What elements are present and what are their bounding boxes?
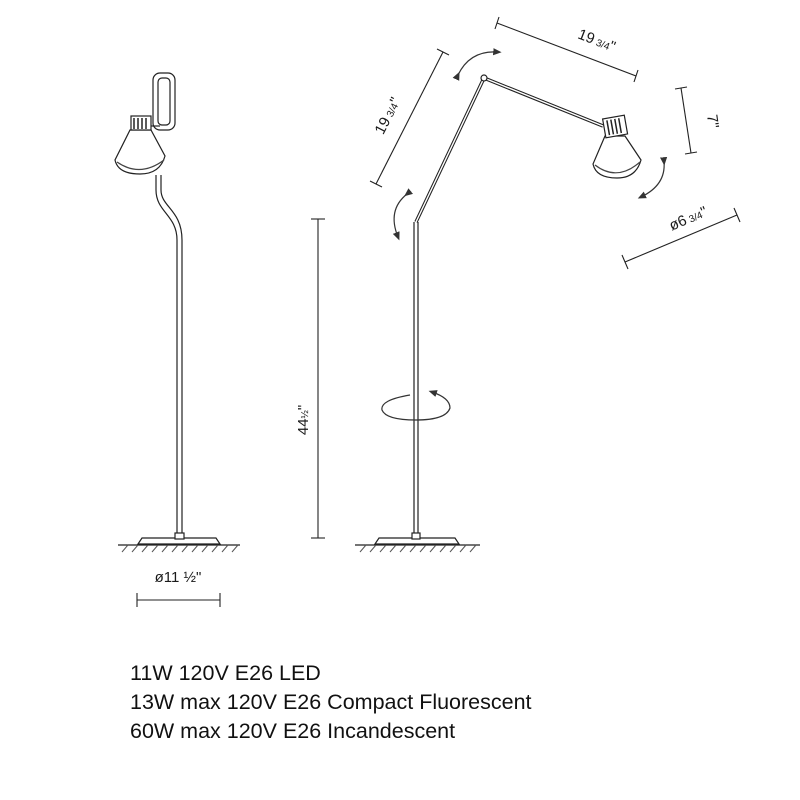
- upper-arm-dimension: [494, 16, 639, 83]
- bulb-specifications: 11W 120V E26 LED 13W max 120V E26 Compac…: [130, 659, 532, 746]
- shade-rotation-arrow: [637, 156, 668, 199]
- base-collar: [174, 532, 185, 540]
- spec-incandescent: 60W max 120V E26 Incandescent: [130, 719, 456, 743]
- spec-led: 11W 120V E26 LED: [130, 661, 321, 685]
- shade-height-dimension: [674, 86, 698, 155]
- extended-view-lamp: [355, 74, 642, 553]
- side-view-lamp: [114, 72, 240, 553]
- lower-arm-dimension: [369, 48, 450, 188]
- joint-rotation-arrow: [392, 188, 413, 241]
- shade-diameter-dimension: [621, 207, 741, 270]
- pole-bend: [155, 175, 178, 241]
- handle-loop: [152, 72, 176, 131]
- arm-rotation-arrow-top: [452, 48, 502, 81]
- height-label: 44½": [295, 405, 312, 435]
- base-diameter-label: ø11 ½": [155, 569, 202, 586]
- spec-compact-fluorescent: 13W max 120V E26 Compact Fluorescent: [130, 690, 532, 714]
- extended-shade: [592, 135, 642, 179]
- base-plate: [136, 537, 222, 545]
- base-diameter-dimension: [136, 593, 221, 607]
- shade-height-label: 7": [703, 113, 722, 129]
- rotation-arrows: [381, 48, 668, 421]
- shade-diameter-label: ø63/4": [667, 203, 710, 234]
- upper-arm-label: 193/4": [575, 26, 617, 56]
- height-dimension: [311, 218, 325, 539]
- pole-rotation-arrow: [381, 390, 451, 421]
- ground-hatch: [121, 544, 239, 553]
- lamp-dimension-drawing: ø11 ½" 44½": [114, 16, 741, 607]
- shade: [114, 129, 166, 175]
- lower-arm-label: 193/4": [372, 95, 405, 137]
